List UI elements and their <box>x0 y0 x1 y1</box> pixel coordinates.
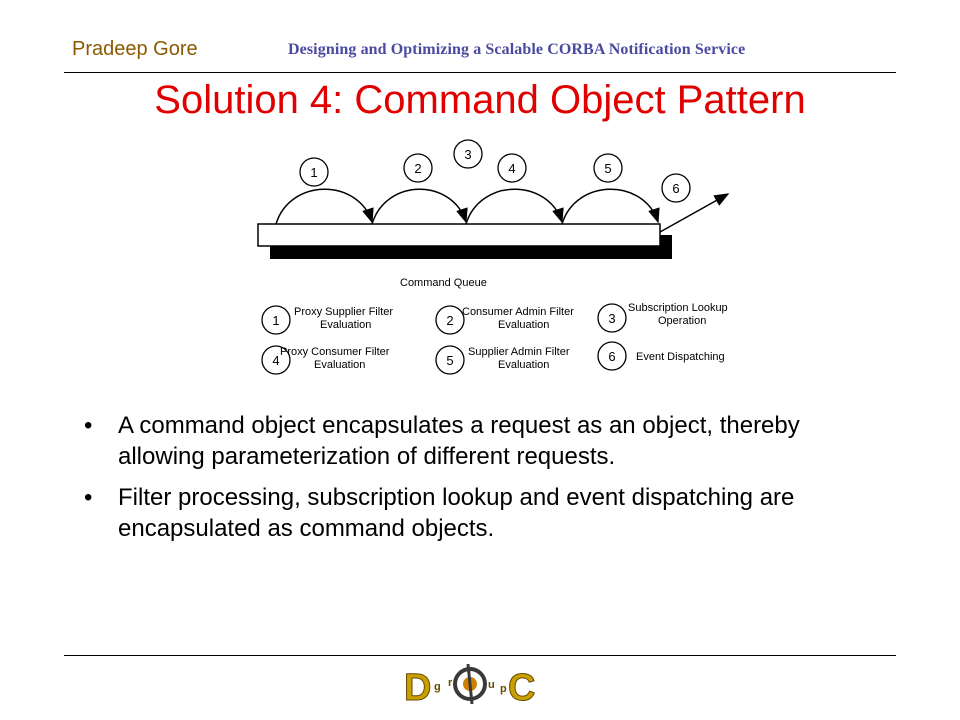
step-number: 4 <box>508 161 515 176</box>
logo-letter-g: g <box>434 681 441 693</box>
step-circle-4: 4 <box>497 153 527 183</box>
legend-label-line2: Evaluation <box>498 359 549 371</box>
legend-label-line1: Event Dispatching <box>636 351 725 363</box>
logo-letter-r: r <box>448 677 453 689</box>
slide-title: Solution 4: Command Object Pattern <box>154 78 806 122</box>
step-number: 3 <box>464 147 471 162</box>
bottom-divider <box>64 655 896 656</box>
legend-number: 4 <box>272 353 279 368</box>
arc-1 <box>275 188 374 225</box>
step-circle-3: 3 <box>453 139 483 169</box>
author-name: Pradeep Gore <box>72 38 198 60</box>
legend-item-1: 1 Proxy Supplier Filter Evaluation <box>261 305 393 335</box>
bullet-list: • A command object encapsulates a request… <box>80 410 880 554</box>
legend-number: 6 <box>608 349 615 364</box>
bullet-dot-icon: • <box>84 484 93 511</box>
logo-letter-d: D <box>404 667 431 708</box>
legend-number: 3 <box>608 311 615 326</box>
bullet-dot-icon: • <box>84 412 93 439</box>
legend-label-line2: Evaluation <box>314 359 365 371</box>
top-divider <box>64 72 896 73</box>
logo-letter-p: p <box>500 683 507 695</box>
header-title: Designing and Optimizing a Scalable CORB… <box>288 41 746 58</box>
bullet-text: A command object encapsulates a request … <box>118 412 800 470</box>
legend-label-line1: Subscription Lookup <box>628 302 728 314</box>
logo-globe-icon <box>453 663 487 705</box>
legend-number: 1 <box>272 313 279 328</box>
step-circle-5: 5 <box>593 153 623 183</box>
dispatch-arrow <box>659 193 730 233</box>
step-number: 6 <box>672 181 679 196</box>
queue-label: Command Queue <box>400 277 487 289</box>
step-circle-6: 6 <box>661 173 691 203</box>
step-number: 2 <box>414 161 421 176</box>
legend-label-line2: Evaluation <box>498 319 549 331</box>
legend-item-5: 5 Supplier Admin Filter Evaluation <box>435 345 570 375</box>
arc-4 <box>561 188 660 225</box>
legend-label-line1: Proxy Consumer Filter <box>280 346 390 358</box>
doc-group-logo: D g r u p C <box>404 663 536 708</box>
legend-label-line2: Evaluation <box>320 319 371 331</box>
step-circle-1: 1 <box>299 157 329 187</box>
step-number: 1 <box>310 165 317 180</box>
command-queue-diagram: 1 2 3 4 5 6 Command Queue 1 Proxy Suppli… <box>257 139 730 375</box>
legend-label-line2: Operation <box>658 315 706 327</box>
logo-letter-u: u <box>488 679 495 691</box>
logo-letter-c: C <box>508 667 535 708</box>
legend-number: 5 <box>446 353 453 368</box>
bullet-text: Filter processing, subscription lookup a… <box>118 484 795 542</box>
bullet-item: • Filter processing, subscription lookup … <box>80 482 880 544</box>
legend-label-line1: Consumer Admin Filter <box>462 306 574 318</box>
legend-item-3: 3 Subscription Lookup Operation <box>597 302 728 333</box>
step-number: 5 <box>604 161 611 176</box>
queue-bar <box>257 223 661 247</box>
bullet-item: • A command object encapsulates a request… <box>80 410 880 472</box>
step-circle-2: 2 <box>403 153 433 183</box>
legend-label-line1: Supplier Admin Filter <box>468 346 570 358</box>
arc-3 <box>465 188 564 225</box>
arc-2 <box>371 188 468 225</box>
legend-item-6: 6 Event Dispatching <box>597 341 725 371</box>
legend-number: 2 <box>446 313 453 328</box>
legend-item-2: 2 Consumer Admin Filter Evaluation <box>435 305 574 335</box>
legend-label-line1: Proxy Supplier Filter <box>294 306 393 318</box>
legend-item-4: 4 Proxy Consumer Filter Evaluation <box>261 345 390 375</box>
